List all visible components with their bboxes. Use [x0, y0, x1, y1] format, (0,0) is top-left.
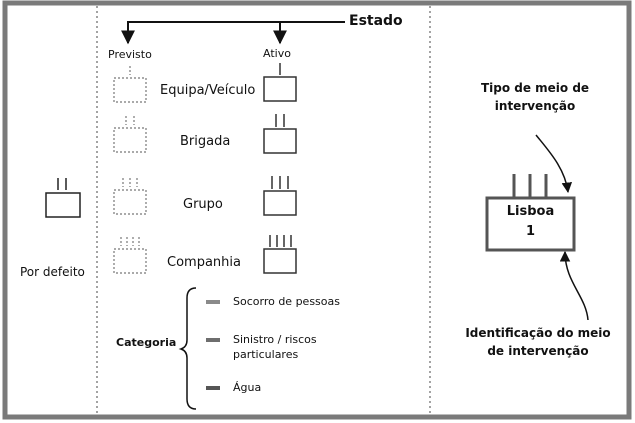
- estado-arrow-previsto: [121, 21, 345, 45]
- planned-unit-icon-equipa: [113, 66, 147, 103]
- planned-unit-icon-grupo: [113, 178, 147, 215]
- category-item-label: particulares: [233, 348, 299, 361]
- unit-level-name: Grupo: [183, 197, 223, 212]
- estado-label: Estado: [349, 13, 403, 29]
- category-label: Categoria: [116, 336, 177, 349]
- category-item-label: Água: [233, 381, 262, 394]
- id-annotation-line: de intervenção: [487, 344, 589, 358]
- planned-unit-icon-brigada: [113, 116, 147, 153]
- example-unit-icon: [485, 174, 576, 252]
- ativo-label: Ativo: [263, 47, 291, 60]
- active-unit-icon-equipa: [263, 63, 297, 102]
- unit-level-name: Brigada: [180, 134, 231, 149]
- id-annotation-arrow: [559, 250, 589, 321]
- example-unit-name: Lisboa: [506, 204, 555, 219]
- planned-unit-icon-companhia: [113, 237, 147, 274]
- category-swatch-socorro: [206, 300, 220, 304]
- type-annotation-arrow: [535, 134, 573, 194]
- category-swatch-agua: [206, 386, 220, 390]
- type-annotation-line: intervenção: [494, 99, 576, 113]
- default-symbol-icon: [45, 178, 81, 218]
- category-brace: [178, 287, 197, 410]
- active-unit-icon-grupo: [263, 176, 297, 216]
- active-unit-icon-companhia: [263, 235, 297, 274]
- category-item-label: Socorro de pessoas: [233, 295, 340, 308]
- id-annotation-line: Identificação do meio: [465, 326, 611, 340]
- unit-level-name: Companhia: [167, 255, 241, 270]
- unit-level-name: Equipa/Veículo: [160, 83, 256, 98]
- example-unit-number: 1: [525, 224, 536, 239]
- default-label: Por defeito: [20, 265, 85, 279]
- category-swatch-sinistro: [206, 338, 220, 342]
- previsto-label: Previsto: [108, 48, 152, 61]
- category-item-label: Sinistro / riscos: [233, 333, 317, 346]
- type-annotation-line: Tipo de meio de: [480, 81, 590, 95]
- active-unit-icon-brigada: [263, 114, 297, 154]
